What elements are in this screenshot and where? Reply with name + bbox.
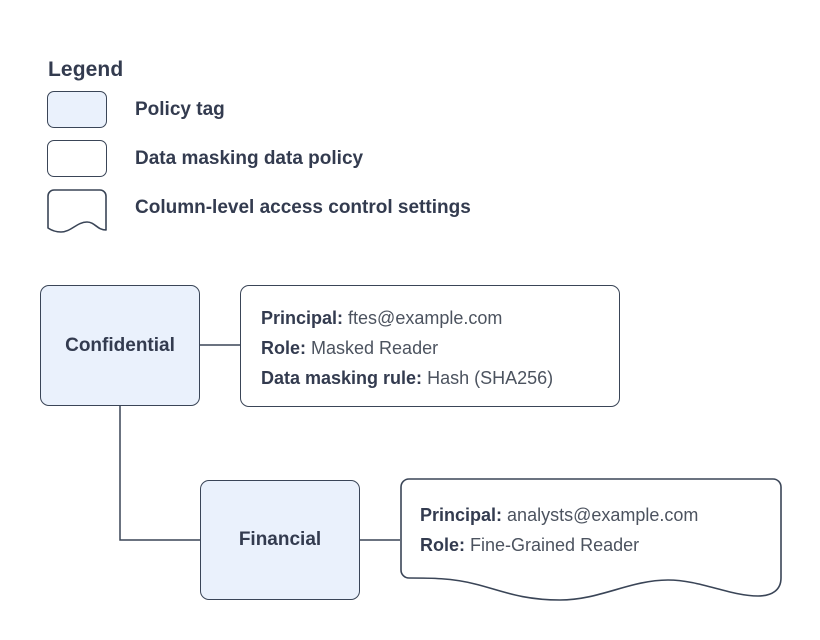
legend-label-policy-tag: Policy tag [135, 99, 225, 120]
legend-item-data-masking-policy: Data masking data policy [47, 140, 687, 189]
legend-item-policy-tag: Policy tag [47, 91, 687, 140]
legend-swatch-data-masking-policy-icon [47, 140, 107, 177]
legend-item-column-level-access: Column-level access control settings [47, 189, 687, 238]
card-column-level-access-outline [400, 478, 782, 601]
node-financial[interactable]: Financial [200, 480, 360, 600]
card-column-level-access[interactable]: Principal: analysts@example.com Role: Fi… [400, 478, 782, 603]
field-value-principal: ftes@example.com [348, 308, 503, 328]
legend-swatch-policy-tag-icon [47, 91, 107, 128]
card-line: Data masking rule: Hash (SHA256) [261, 363, 599, 393]
legend-label-data-masking-policy: Data masking data policy [135, 148, 364, 169]
legend-title: Legend [48, 58, 124, 81]
field-value-role: Masked Reader [311, 338, 439, 358]
field-key-principal: Principal: [420, 505, 503, 525]
field-key-role: Role: [261, 338, 306, 358]
field-value-principal: analysts@example.com [507, 505, 699, 525]
card-column-level-access-text: Principal: analysts@example.com Role: Fi… [400, 478, 782, 603]
card-line: Role: Fine-Grained Reader [420, 530, 762, 560]
card-data-masking-policy-text: Principal: ftes@example.com Role: Masked… [241, 286, 619, 406]
field-value-role: Fine-Grained Reader [470, 535, 640, 555]
field-key-principal: Principal: [261, 308, 344, 328]
field-key-data-masking-rule: Data masking rule: [261, 368, 423, 388]
edge-confidential-to-financial [119, 406, 200, 541]
legend-swatch-column-level-access-icon [47, 189, 107, 233]
field-value-data-masking-rule: Hash (SHA256) [427, 368, 554, 388]
card-line: Principal: ftes@example.com [261, 303, 599, 333]
card-data-masking-policy[interactable]: Principal: ftes@example.com Role: Masked… [240, 285, 620, 407]
node-confidential[interactable]: Confidential [40, 285, 200, 406]
legend-label-column-level-access: Column-level access control settings [135, 197, 471, 218]
legend: Legend Policy tag Data masking data poli… [47, 58, 687, 238]
card-line: Role: Masked Reader [261, 333, 599, 363]
card-line: Principal: analysts@example.com [420, 500, 762, 530]
field-key-role: Role: [420, 535, 465, 555]
